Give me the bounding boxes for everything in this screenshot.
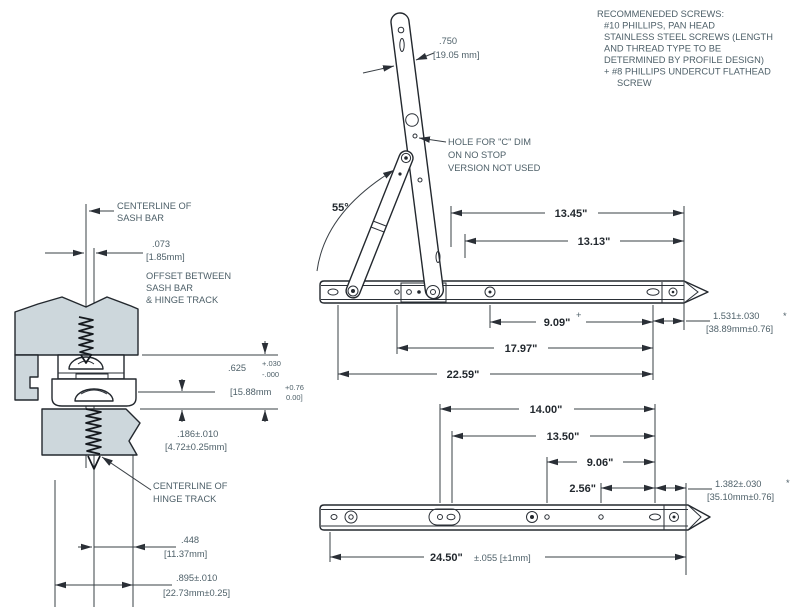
dim-24-50-in: 24.50" [430, 552, 463, 564]
track-screw-slot [80, 389, 108, 395]
dim-625-tp: +.030 [262, 359, 281, 368]
dim-186-in: .186±.010 [177, 429, 218, 439]
label-centerline-hinge-1: HINGE TRACK [153, 494, 217, 504]
screw-note-line-5: + #8 PHILLIPS UNDERCUT FLATHEAD [604, 67, 771, 77]
dim-750-arrow-left [362, 65, 395, 74]
dim-1-382-mm: [35.10mm±0.76] [707, 492, 774, 502]
screw-note-line-0: RECOMMENEDED SCREWS: [597, 9, 724, 19]
lower-extension-lines [329, 404, 687, 575]
screw-note-line-3: AND THREAD TYPE TO BE [604, 44, 721, 54]
dim-1-531-mm: [38.89mm±0.76] [706, 324, 773, 334]
dim-22-59: 22.59" [447, 369, 480, 381]
dim-1-531-star: * [783, 311, 787, 321]
screw-upper-threads [78, 316, 94, 356]
dim-9-09: 9.09" [544, 317, 571, 329]
label-centerline-sash-0: CENTERLINE OF [117, 201, 192, 211]
dim-1-382-in: 1.382±.030 [715, 479, 761, 489]
label-offset-0: OFFSET BETWEEN [146, 271, 231, 281]
dim-073-mm: [1.85mm] [146, 252, 185, 262]
dim-625-mmtm: 0.00] [286, 393, 303, 402]
upper-track-bracket [400, 282, 447, 303]
dim-13-50: 13.50" [547, 431, 580, 443]
leader-hole-c [418, 136, 447, 143]
dim-13-45: 13.45" [555, 208, 588, 220]
dim-625-in: .625 [228, 363, 246, 373]
dim-9-06: 9.06" [587, 457, 614, 469]
lower-track-holes [330, 510, 679, 524]
screw-note-line-1: #10 PHILLIPS, PAN HEAD [604, 21, 715, 31]
dim-24-50-tol: ±.055 [±1mm] [474, 553, 531, 563]
hole-c-note-line-2: VERSION NOT USED [448, 163, 541, 173]
lower-track-outline [319, 504, 711, 531]
dim-186-mm: [4.72±0.25mm] [165, 442, 227, 452]
leader-centerline-hinge [101, 456, 152, 491]
sash-profile-bottom [41, 408, 141, 456]
support-arm-joint-lines [370, 220, 387, 233]
dim-2-56: 2.56" [569, 483, 596, 495]
open-hinge-view: 55° .750 [19.05 mm] HOLE FOR "C" DIM ON … [316, 12, 787, 381]
dim-9-09-tol: + [576, 310, 581, 320]
label-centerline-hinge-0: CENTERLINE OF [153, 481, 228, 491]
label-centerline-sash-1: SASH BAR [117, 213, 164, 223]
dim-895-in: .895±.010 [176, 573, 217, 583]
dim-14-00: 14.00" [530, 404, 563, 416]
dim-750-mm: [19.05 mm] [433, 50, 480, 60]
sash-profile-top [14, 296, 139, 356]
screw-upper-tip [80, 354, 92, 364]
upper-track-chevron [683, 280, 699, 304]
dim-895-mm: [22.73mm±0.25] [163, 588, 230, 598]
cross-dim-extensions [138, 354, 278, 410]
screw-lower-threads [85, 408, 102, 455]
dim-1-382-star: * [786, 478, 790, 488]
screw-note-line-2: STAINLESS STEEL SCREWS (LENGTH [604, 32, 773, 42]
support-arm [345, 150, 414, 299]
screw-note-line-4: DETERMINED BY PROFILE DESIGN) [604, 55, 764, 65]
hole-c-note-line-0: HOLE FOR "C" DIM [448, 137, 531, 147]
dim-625-tm: -.000 [262, 370, 279, 379]
cross-section-view: CENTERLINE OF SASH BAR .073 [1.85mm] OFF… [14, 201, 304, 607]
screw-notes: RECOMMENEDED SCREWS: #10 PHILLIPS, PAN H… [597, 9, 773, 88]
label-offset-2: & HINGE TRACK [146, 295, 219, 305]
closed-track-view: 14.00" 13.50" 9.06" 2.56" 1.382±.030 * [… [319, 404, 790, 575]
dim-750-arrow-right [415, 52, 435, 61]
hole-c-note-line-1: ON NO STOP [448, 150, 506, 160]
screw-lower-tip [87, 455, 101, 470]
dim-625-mm: [15.88mm [230, 387, 272, 397]
angle-arc [316, 169, 395, 272]
screw-note-line-6: SCREW [617, 78, 652, 88]
sash-profile-left-strip [14, 354, 39, 401]
dim-448-mm: [11.37mm] [164, 549, 207, 559]
upper-track-outline [319, 280, 709, 304]
angle-55-label: 55° [332, 202, 349, 214]
dim-073-in: .073 [152, 239, 170, 249]
dim-448-in: .448 [181, 535, 199, 545]
dim-750-in: .750 [439, 36, 457, 46]
dim-13-13: 13.13" [578, 236, 611, 248]
dim-1-531-in: 1.531±.030 [713, 311, 759, 321]
bracket-screw-slot [77, 360, 95, 365]
dim-17-97: 17.97" [505, 343, 538, 355]
lower-track-plate [428, 508, 461, 526]
label-offset-1: SASH BAR [146, 283, 193, 293]
dim-625-mmtp: +0.76 [285, 383, 304, 392]
upper-track-holes [327, 286, 678, 298]
arm-holes [347, 26, 441, 299]
lower-track-chevron [687, 504, 702, 531]
